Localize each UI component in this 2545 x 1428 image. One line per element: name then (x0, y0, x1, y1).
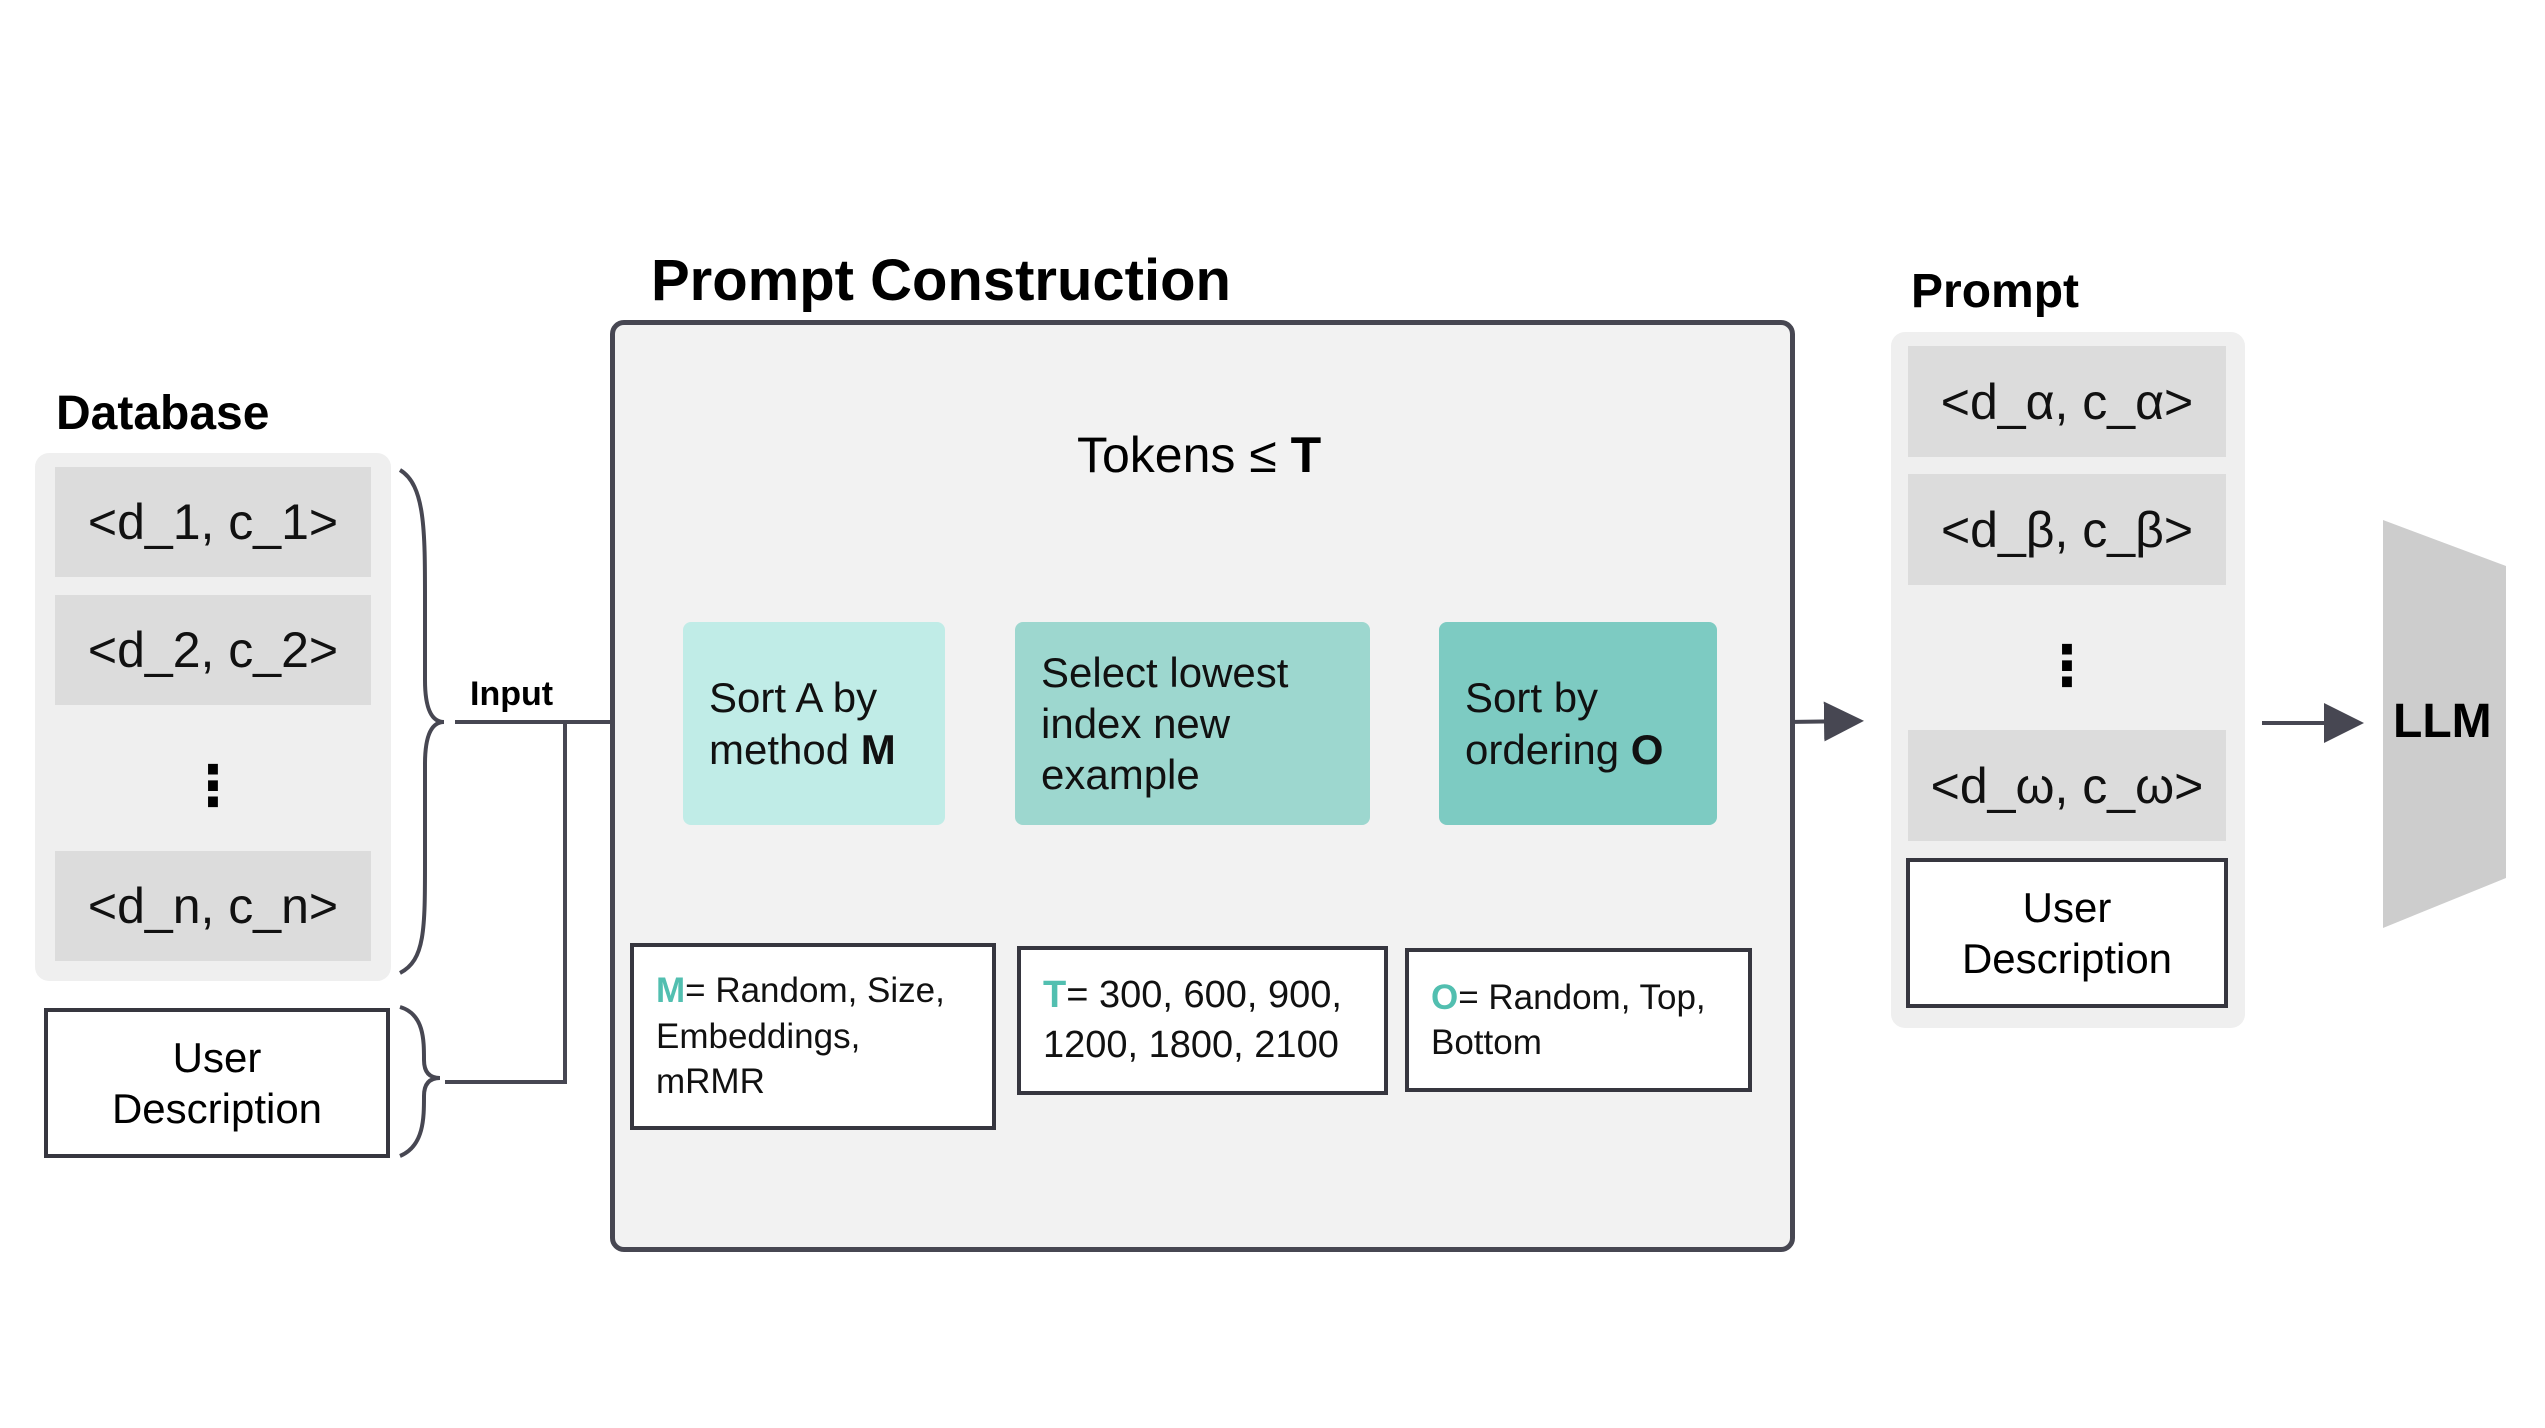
step-sort-by-method-line-1: Sort A by (709, 674, 878, 722)
llm-shape (2383, 520, 2506, 928)
user-description-line-1: User (172, 1033, 262, 1081)
prompt-title: Prompt (1911, 265, 2079, 318)
param-method-box: M= Random, Size, Embeddings, mRMR (630, 943, 996, 1130)
param-tokens-box: T= 300, 600, 900, 1200, 1800, 2100 (1017, 946, 1388, 1095)
prompt-entry-alpha: <d_α, c_α> (1908, 346, 2226, 457)
database-entry-1: <d_1, c_1> (55, 467, 371, 577)
database-title: Database (56, 387, 270, 440)
input-label: Input (470, 675, 554, 713)
method-symbol: M (860, 725, 896, 773)
param-tokens-line-2: 1200, 1800, 2100 (1043, 1023, 1339, 1066)
token-limit-text: Tokens ≤ (1077, 427, 1291, 483)
prompt-user-description-line-1: User (2022, 883, 2112, 931)
param-ordering-box: O= Random, Top, Bottom (1405, 948, 1752, 1092)
param-tokens-symbol: T (1043, 974, 1067, 1017)
prompt-user-description-line-2: Description (1961, 935, 2173, 982)
token-limit-symbol: T (1290, 427, 1322, 483)
token-limit-label: Tokens ≤ T (1077, 430, 1321, 480)
database-ellipsis: ⋮ (185, 754, 241, 817)
param-method-line-3: mRMR (656, 1062, 765, 1102)
step-select-lowest-index: Select lowest index new example (1015, 622, 1370, 825)
step-sort-by-ordering-line-1: Sort by (1465, 674, 1599, 722)
ordering-symbol: O (1630, 725, 1664, 773)
database-brace (398, 468, 445, 975)
database-entry-n: <d_n, c_n> (55, 851, 371, 961)
prompt-ellipsis: ⋮ (2039, 634, 2095, 697)
step-select-line-3: example (1041, 751, 1200, 799)
step-sort-by-method-line-2: method (709, 725, 861, 773)
param-method-line-2: Embeddings, (656, 1016, 861, 1056)
prompt-user-description-box: User Description (1906, 858, 2228, 1008)
step-select-line-2: index new (1041, 699, 1231, 747)
user-description-connector (445, 722, 567, 1084)
param-method-line-1: = Random, Size, (685, 971, 945, 1011)
param-method-symbol: M (656, 971, 686, 1011)
prompt-construction-title: Prompt Construction (651, 248, 1231, 313)
step-sort-by-ordering-line-2: ordering (1465, 725, 1631, 773)
prompt-entry-omega: <d_ω, c_ω> (1908, 730, 2226, 841)
user-description-brace (399, 1005, 441, 1158)
database-entry-2: <d_2, c_2> (55, 595, 371, 705)
param-ordering-symbol: O (1431, 977, 1459, 1017)
step-sort-by-ordering: Sort by ordering O (1439, 622, 1717, 825)
step-sort-by-method: Sort A by method M (683, 622, 945, 825)
prompt-entry-beta: <d_β, c_β> (1908, 474, 2226, 585)
param-ordering-line-2: Bottom (1431, 1023, 1542, 1062)
step-select-line-1: Select lowest (1041, 648, 1289, 696)
user-description-line-2: Description (111, 1085, 323, 1132)
llm-label: LLM (2393, 695, 2492, 748)
param-tokens-line-1: = 300, 600, 900, (1066, 974, 1342, 1017)
user-description-box: User Description (44, 1008, 390, 1158)
param-ordering-line-1: = Random, Top, (1458, 977, 1706, 1017)
